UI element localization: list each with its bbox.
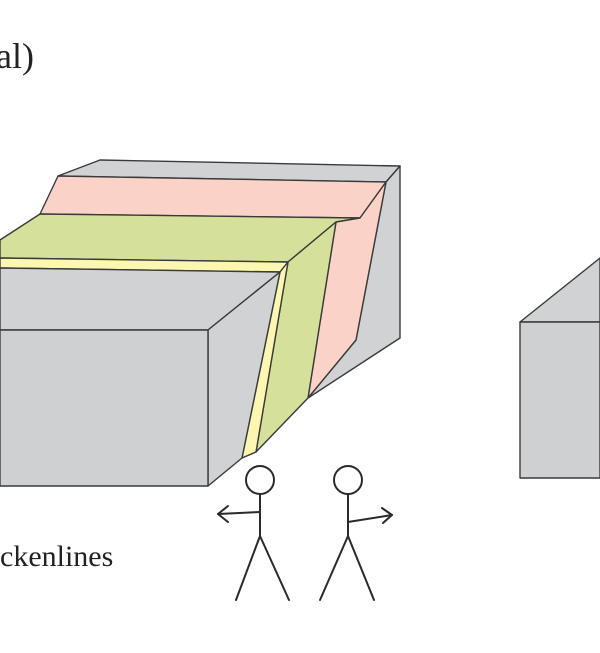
stick-figure-right-head	[333, 465, 363, 495]
layer-pink-top	[39, 175, 387, 219]
stick-figure-left-head	[245, 465, 275, 495]
right-block-front	[519, 321, 600, 479]
stick-figure-right	[319, 465, 393, 601]
diagram-title: al)	[0, 36, 34, 76]
right-block-top	[519, 257, 600, 323]
arrow-left-icon	[217, 511, 261, 515]
fault-block-right	[519, 257, 600, 479]
fault-block-left	[0, 159, 401, 487]
block-front	[0, 329, 209, 487]
arrow-right-icon	[347, 514, 393, 523]
stick-figure-left	[217, 465, 290, 601]
caption: ckenlines	[0, 540, 113, 573]
